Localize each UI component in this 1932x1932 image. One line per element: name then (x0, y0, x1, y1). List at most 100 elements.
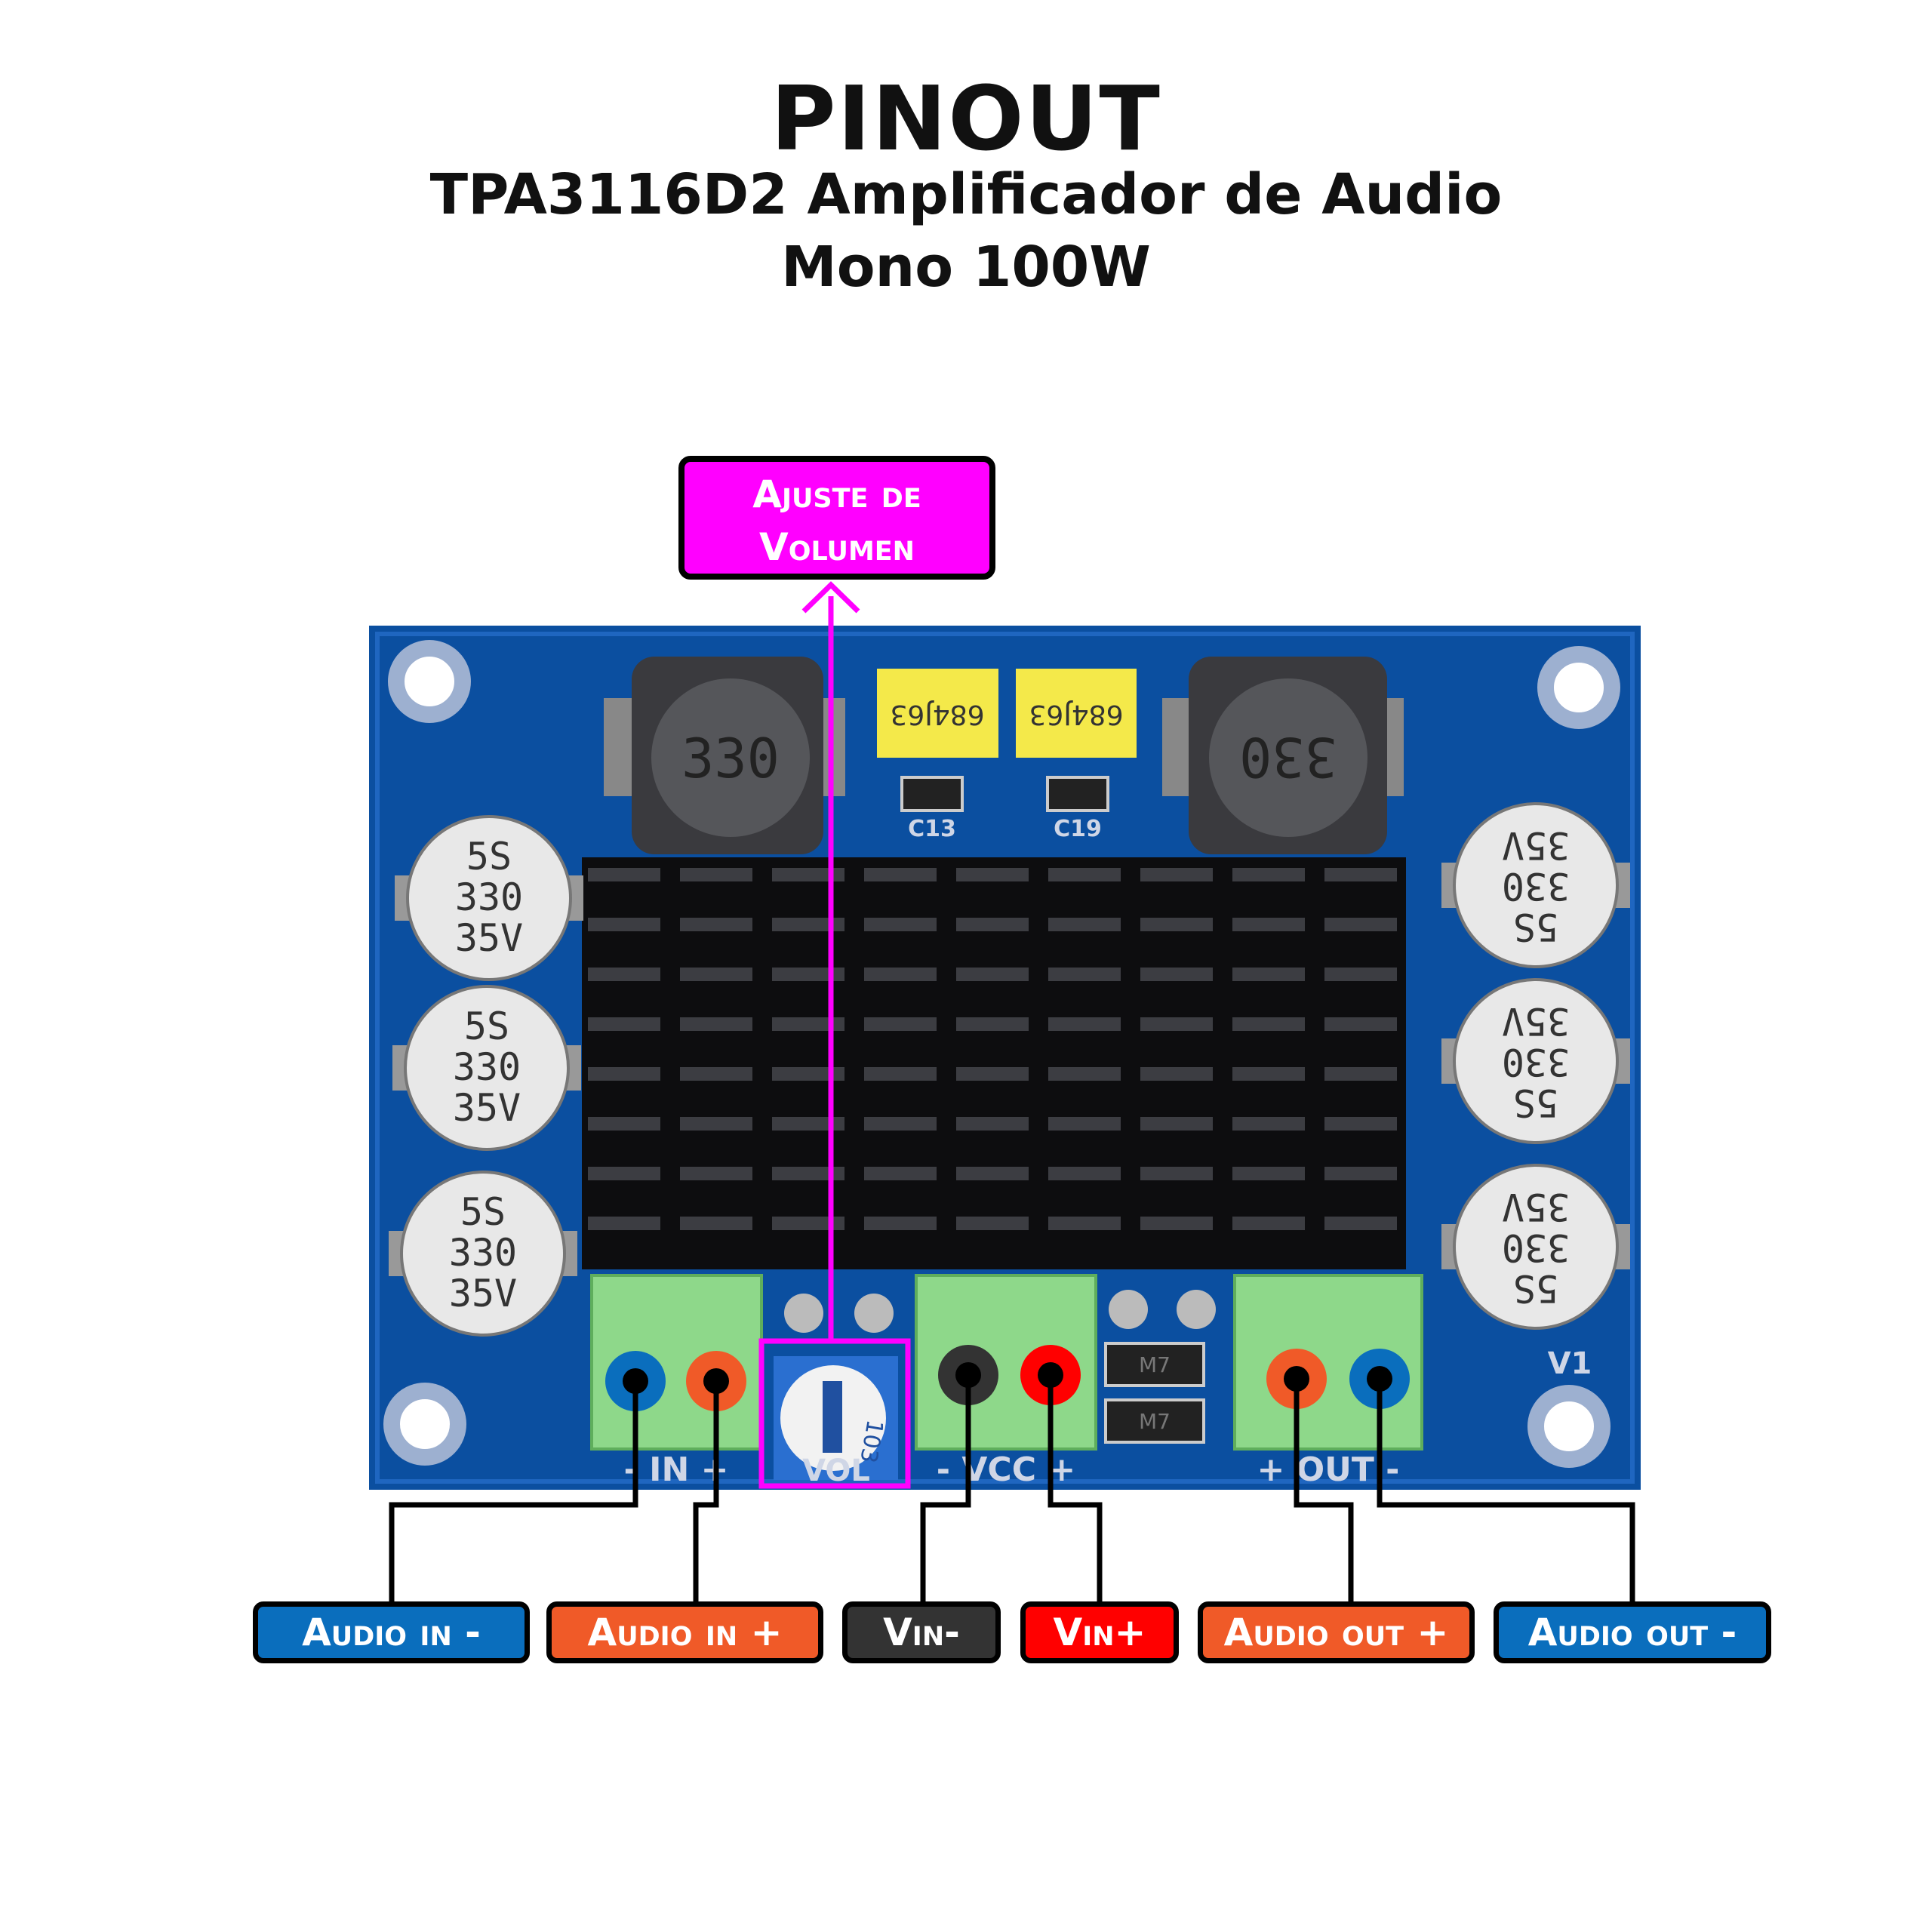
subtitle-line-2: Mono 100W (781, 235, 1151, 300)
heatsink-fin (588, 868, 660, 881)
leader-lines (389, 1375, 1635, 1601)
inductor-left: 330 (604, 657, 845, 854)
heatsink-fin (680, 918, 752, 931)
heatsink-fin (1048, 868, 1121, 881)
callout-line-2: Volumen (759, 525, 915, 569)
heatsink-fin (1324, 918, 1397, 931)
heatsink-fin (772, 1067, 844, 1081)
capacitor-text: 330 (453, 1045, 521, 1089)
small-components: M7 M7 (784, 1290, 1216, 1444)
svg-text:M7: M7 (1139, 1352, 1171, 1377)
heatsink-fin (1140, 918, 1213, 931)
silk-in: - IN + (624, 1451, 729, 1489)
heatsink-fin (1232, 918, 1305, 931)
heatsink-fin (1048, 1167, 1121, 1180)
capacitor-text: 5S (466, 835, 512, 878)
heatsink (582, 857, 1406, 1269)
heatsink-fin (1140, 1167, 1213, 1180)
silk-vcc: - VCC + (937, 1451, 1075, 1489)
capacitor-text: 35V (1502, 823, 1570, 867)
capacitor-text: 330 (449, 1231, 517, 1275)
heatsink-fin (772, 1167, 844, 1180)
heatsink-fin (1048, 1017, 1121, 1031)
capacitor-text: 5S (1513, 1081, 1558, 1124)
heatsink-fin (588, 1017, 660, 1031)
capacitor-text: 35V (449, 1272, 517, 1315)
heatsink-fin (864, 1217, 937, 1230)
volume-potentiometer[interactable]: 103 (774, 1356, 898, 1480)
heatsink-fin (1324, 1067, 1397, 1081)
heatsink-fin (956, 1117, 1029, 1131)
heatsink-fin (1324, 968, 1397, 981)
capacitor-text: 35V (1502, 1185, 1570, 1229)
heatsink-fin (588, 968, 660, 981)
heatsink-fin (1048, 1117, 1121, 1131)
film-capacitors: 684J63 684J63 C13 C19 (877, 669, 1137, 842)
capacitor-text: 35V (455, 916, 523, 960)
heatsink-fin (588, 1167, 660, 1180)
capacitor-text: 5S (1513, 1266, 1558, 1310)
heatsink-fin (1232, 1067, 1305, 1081)
heatsink-fin (588, 1117, 660, 1131)
volume-adjust-callout: Ajuste de Volumen (678, 456, 995, 580)
heatsink-fin (1232, 1117, 1305, 1131)
heatsink-fin (864, 868, 937, 881)
pin-label-vin-plus: Vin+ (1020, 1601, 1179, 1663)
capacitor-text: 5S (460, 1190, 506, 1234)
capacitor-text: 330 (1502, 1040, 1570, 1084)
heatsink-fin (772, 968, 844, 981)
pin-label-audio-out-minus: Audio out - (1494, 1601, 1771, 1663)
heatsink-fin (1140, 868, 1213, 881)
heatsink-fin (1324, 1017, 1397, 1031)
heatsink-fin (1140, 1117, 1213, 1131)
heatsink-fin (956, 868, 1029, 881)
capacitor-text: 5S (1513, 905, 1558, 949)
silk-out: + OUT - (1257, 1451, 1400, 1489)
svg-text:684J63: 684J63 (1029, 699, 1123, 730)
heatsink-fin (680, 1217, 752, 1230)
heatsink-fin (1232, 1167, 1305, 1180)
pin-label-audio-out-plus: Audio out + (1198, 1601, 1475, 1663)
capacitor-text: 35V (1502, 999, 1570, 1043)
page-title: PINOUT (771, 66, 1161, 171)
heatsink-fin (956, 1167, 1029, 1180)
heatsink-fin (864, 968, 937, 981)
pin-label-audio-in-plus: Audio in + (546, 1601, 823, 1663)
heatsink-fin (1140, 1067, 1213, 1081)
silk-v1: V1 (1548, 1346, 1592, 1381)
heatsink-fin (1324, 1217, 1397, 1230)
volume-highlight (758, 1338, 911, 1489)
svg-text:330: 330 (1239, 725, 1337, 789)
heatsink-fin (956, 918, 1029, 931)
heatsink-fin (1232, 868, 1305, 881)
heatsink-fin (588, 918, 660, 931)
heatsink-fin (1140, 1217, 1213, 1230)
heatsink-fin (588, 1067, 660, 1081)
svg-text:684J63: 684J63 (890, 699, 984, 730)
heatsink-fin (864, 1017, 937, 1031)
heatsink-fin (1232, 968, 1305, 981)
svg-text:C19: C19 (1054, 816, 1102, 842)
svg-text:C13: C13 (908, 816, 956, 842)
pin-dots (623, 1362, 1392, 1394)
heatsink-fin (772, 1017, 844, 1031)
heatsink-fin (1048, 918, 1121, 931)
capacitor-text: 330 (1502, 1226, 1570, 1269)
heatsink-fin (680, 968, 752, 981)
heatsink-fin (956, 1017, 1029, 1031)
svg-text:M7: M7 (1139, 1409, 1171, 1434)
svg-text:330: 330 (681, 727, 780, 790)
arrow-up-icon (801, 581, 860, 614)
capacitor-text: 330 (455, 875, 523, 919)
subtitle-line-1: TPA3116D2 Amplificador de Audio (429, 162, 1503, 227)
heatsink-fin (1232, 1017, 1305, 1031)
heatsink-fin (680, 1167, 752, 1180)
capacitor-text: 5S (464, 1004, 509, 1048)
heatsink-fin (1324, 868, 1397, 881)
